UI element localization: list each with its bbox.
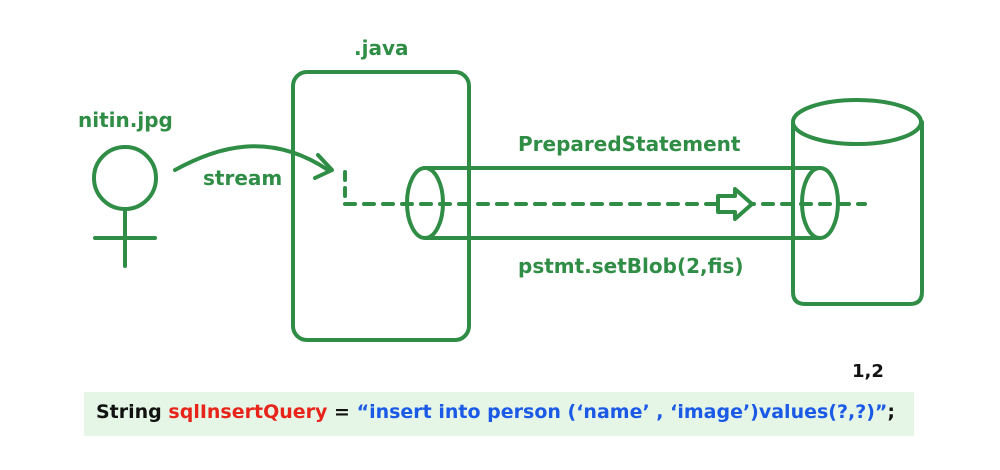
code-terminator: ; (887, 401, 896, 423)
prepared-statement-label: PreparedStatement (518, 132, 741, 156)
param-indices-note: 1,2 (852, 361, 884, 382)
code-variable: sqlInsertQuery (168, 401, 328, 423)
image-file-label: nitin.jpg (78, 108, 173, 132)
direction-arrow-icon (716, 187, 754, 221)
code-string-literal: “insert into person (‘name’ , ‘image’)va… (356, 401, 888, 423)
code-keyword: String (96, 401, 162, 423)
java-file-label: .java (354, 36, 409, 60)
set-blob-label: pstmt.setBlob(2,fis) (518, 254, 744, 278)
stream-arrow-icon (173, 144, 334, 180)
stream-label: stream (203, 166, 283, 190)
code-operator: = (334, 401, 350, 423)
database-cylinder (791, 98, 924, 306)
sql-code-line: String sqlInsertQuery = “insert into per… (84, 392, 914, 436)
image-file-icon (92, 145, 158, 268)
